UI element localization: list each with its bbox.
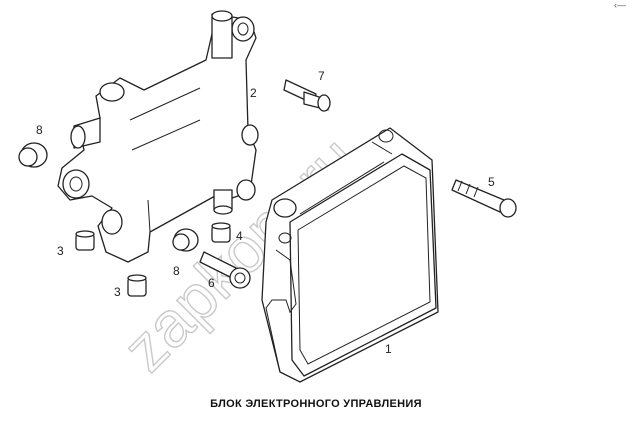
callout-2: 2 xyxy=(250,86,257,100)
callout-7: 7 xyxy=(318,69,325,83)
callout-1: 1 xyxy=(385,342,392,356)
callout-6: 6 xyxy=(208,276,215,290)
bushing-part-3-lower xyxy=(127,274,147,297)
grommet-part-8-lower xyxy=(172,228,199,252)
diagram-caption: БЛОК ЭЛЕКТРОННОГО УПРАВЛЕНИЯ xyxy=(210,398,422,410)
screw-part-5 xyxy=(451,179,517,218)
callout-8-lower: 8 xyxy=(173,264,180,278)
callout-4: 4 xyxy=(236,229,243,243)
spacer-part-4 xyxy=(211,222,231,243)
bushing-part-3-upper xyxy=(75,230,95,251)
ecu-housing-part-1 xyxy=(261,127,439,383)
stud-part-7 xyxy=(283,79,331,112)
callout-5: 5 xyxy=(488,175,495,189)
callout-8-upper: 8 xyxy=(36,123,43,137)
corner-mark: ‹— xyxy=(614,0,626,10)
grommet-part-8-upper xyxy=(18,142,48,168)
bracket-part-2 xyxy=(57,10,259,263)
callout-3-lower: 3 xyxy=(114,285,121,299)
callout-3-upper: 3 xyxy=(57,244,64,258)
bolt-part-6 xyxy=(199,251,251,289)
